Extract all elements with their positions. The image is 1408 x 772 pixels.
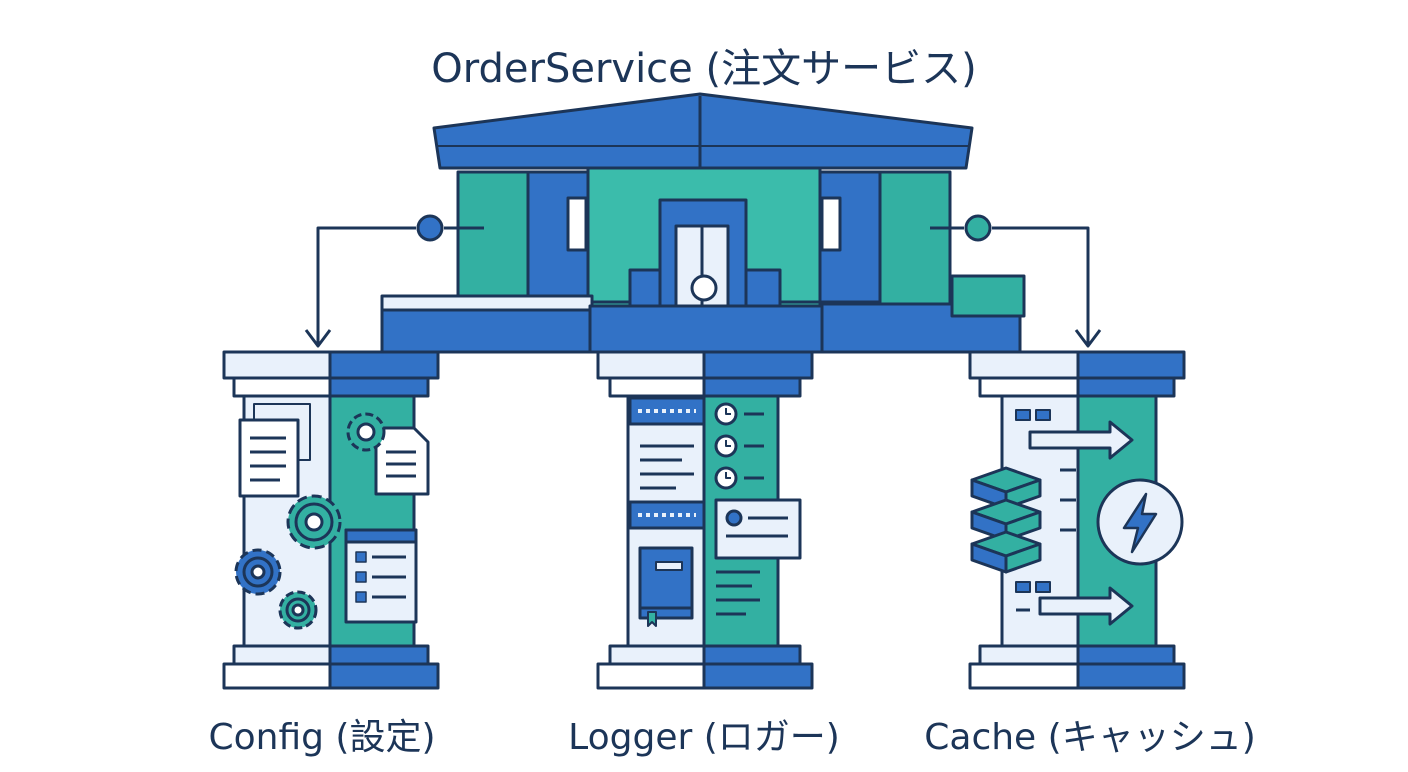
connector-node-right [964,214,992,242]
database-stack-icon [970,466,1042,574]
gear-icon [234,412,386,630]
connector-cache [930,226,1102,348]
document-icon [238,403,430,498]
checklist-icon [344,528,418,624]
pillar-label-config: Config (設定) [208,717,436,758]
order-service-building [380,92,1026,354]
log-lines-icon [628,396,760,616]
connector-node-left [416,214,444,242]
lightning-icon [1096,478,1184,566]
log-book-icon [638,546,694,627]
diagram-title: OrderService (注文サービス) [431,46,977,92]
pillar-label-cache: Cache (キャッシュ) [924,717,1256,758]
connector-config [304,226,484,348]
clock-icon [714,402,802,560]
pillar-label-logger: Logger (ロガー) [568,717,840,758]
arrow-right-icon [1015,409,1134,626]
